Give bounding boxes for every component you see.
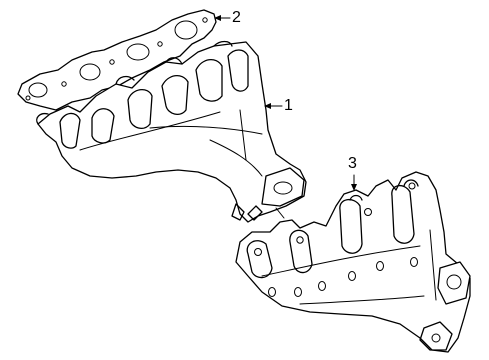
leader-lines bbox=[214, 15, 357, 191]
gasket-part-2 bbox=[17, 9, 217, 111]
callout-number-1: 1 bbox=[284, 97, 293, 114]
callout-number-2: 2 bbox=[232, 9, 241, 26]
callout-number-3: 3 bbox=[348, 155, 357, 172]
exhaust-manifold-part-3 bbox=[235, 171, 471, 353]
exhaust-manifold-part-1 bbox=[36, 40, 307, 223]
